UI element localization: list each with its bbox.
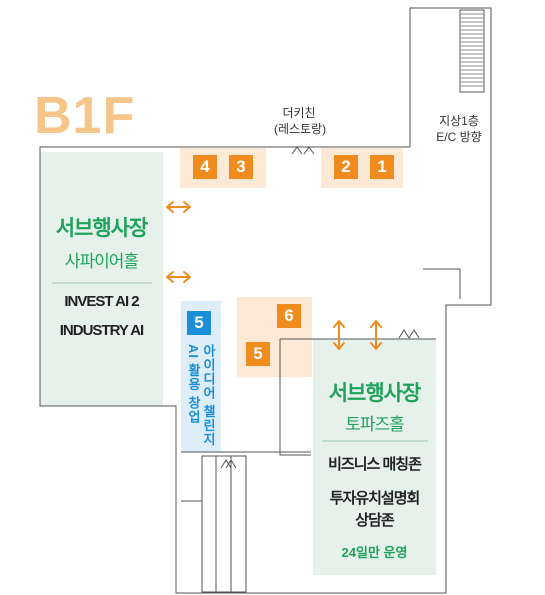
sapphire-hall-zone — [40, 152, 163, 406]
booth-6: 6 — [277, 304, 301, 328]
elevator-direction: E/C 방향 — [436, 130, 482, 144]
challenge-title-line-1: AI 활용 창업 — [186, 344, 201, 425]
floor-title: B1F — [34, 87, 136, 145]
restaurant-type: (레스토랑) — [274, 122, 327, 136]
sapphire-hall-title: 서브행사장 — [55, 217, 149, 240]
stairs-top — [459, 9, 485, 93]
booth-1: 1 — [370, 155, 394, 179]
topaz-program-2: 투자유치설명회 — [329, 490, 421, 507]
topaz-hall-subtitle: 토파즈홀 — [345, 415, 405, 434]
elevator-direction-label: 지상1층 E/C 방향 — [424, 113, 494, 145]
booth-5-challenge: 5 — [187, 311, 211, 335]
elevator-floor: 지상1층 — [439, 114, 479, 128]
booth-5: 5 — [246, 342, 270, 366]
stairs-bottom — [201, 455, 247, 593]
topaz-program-3: 상담존 — [355, 512, 394, 529]
double-arrow-icon-top — [166, 201, 191, 213]
center-room-wall — [279, 339, 311, 456]
restaurant-name: 더키친 — [282, 106, 316, 120]
restaurant-door-icon — [291, 146, 315, 155]
topaz-hall-title: 서브행사장 — [328, 382, 422, 405]
stairs-arrow-icon — [220, 459, 237, 469]
booth-3: 3 — [229, 155, 253, 179]
booth-2: 2 — [334, 155, 358, 179]
restaurant-label: 더키친 (레스토랑) — [274, 105, 327, 137]
double-arrow-icon-left — [333, 320, 345, 350]
booth-4: 4 — [193, 155, 217, 179]
topaz-operation-note: 24일만 운영 — [341, 545, 408, 560]
sapphire-program-1: INVEST AI 2 — [64, 293, 139, 310]
topaz-program-1: 비즈니스 매칭존 — [328, 456, 422, 473]
topaz-door-icon — [398, 329, 420, 339]
building-outline — [39, 7, 492, 594]
right-room-wall — [423, 268, 461, 299]
sapphire-hall-subtitle: 사파이어홀 — [64, 252, 139, 271]
topaz-hall-zone — [313, 339, 436, 575]
sapphire-program-2: INDUSTRY AI — [59, 322, 144, 339]
double-arrow-icon-right — [370, 320, 382, 350]
challenge-title-line-2: 아이디어 챌린지 — [201, 344, 216, 447]
double-arrow-icon-bottom — [166, 271, 191, 283]
